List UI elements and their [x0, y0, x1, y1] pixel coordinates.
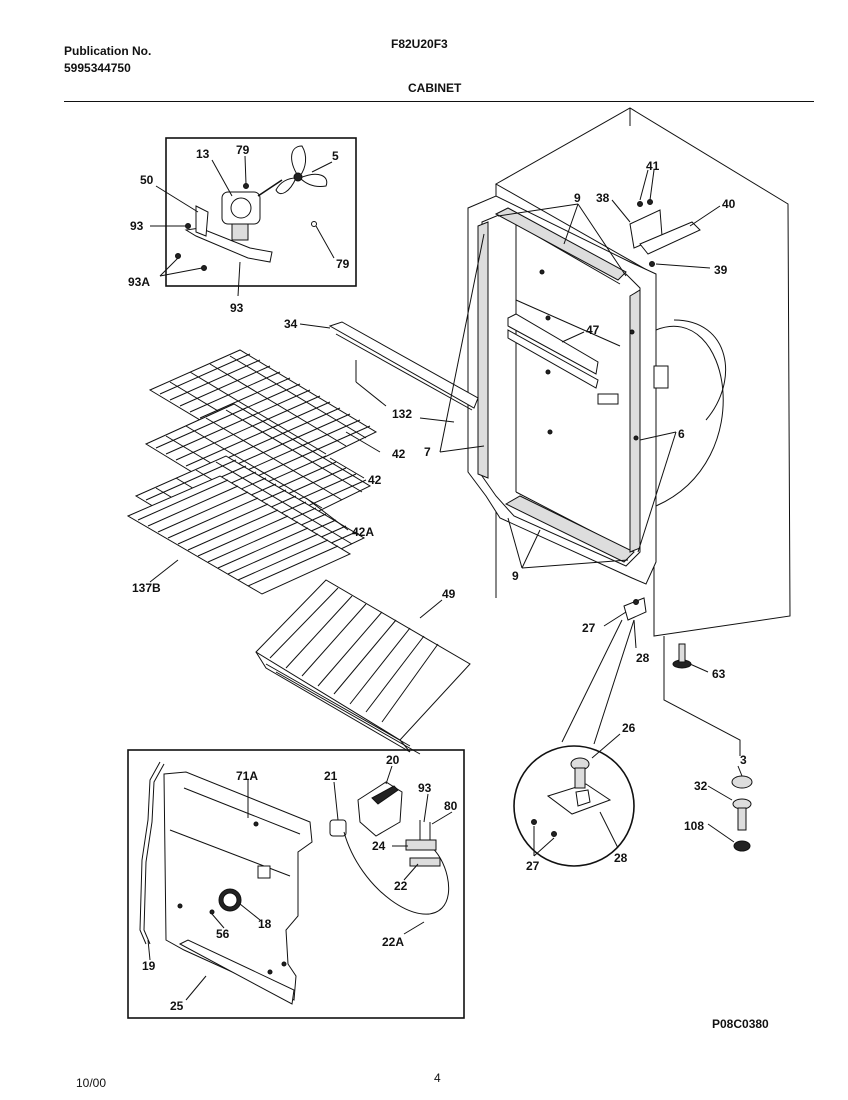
fan-blade-icon: [275, 145, 328, 194]
callout-93: 93: [130, 219, 144, 233]
callout-28: 28: [614, 851, 628, 865]
wire-shelf-4: [126, 475, 352, 595]
callout-93: 93: [230, 301, 244, 315]
callout-38: 38: [596, 191, 610, 205]
callout-labels: 13 79 5 50 93 93A 93 79 41 38 40 39 9 34…: [128, 143, 747, 1013]
callout-27: 27: [582, 621, 596, 635]
callout-34: 34: [284, 317, 298, 331]
callout-6: 6: [678, 427, 685, 441]
publication-label: Publication No.: [64, 44, 152, 58]
callout-42A: 42A: [352, 525, 374, 539]
callout-22: 22: [394, 879, 408, 893]
callout-22A: 22A: [382, 935, 404, 949]
model-number: F82U20F3: [391, 37, 448, 51]
callout-42: 42: [392, 447, 406, 461]
callout-9: 9: [512, 569, 519, 583]
callout-137B: 137B: [132, 581, 161, 595]
callout-79: 79: [236, 143, 250, 157]
header-rule: [64, 101, 814, 102]
callout-41: 41: [646, 159, 660, 173]
callout-19: 19: [142, 959, 156, 973]
callout-80: 80: [444, 799, 458, 813]
leveling-leg: [672, 643, 753, 852]
callout-26: 26: [622, 721, 636, 735]
wire-basket: [255, 579, 471, 755]
callout-27: 27: [526, 859, 540, 873]
callout-63: 63: [712, 667, 726, 681]
section-title: CABINET: [408, 81, 462, 95]
callout-47: 47: [586, 323, 600, 337]
callout-28: 28: [636, 651, 650, 665]
shelf-support-rail: [299, 321, 479, 423]
evaporator-cover-inset: [127, 749, 465, 1019]
callout-5: 5: [332, 149, 339, 163]
evaporator-bracket: [507, 313, 599, 389]
lower-hinge: [561, 597, 647, 745]
footer-date: 10/00: [76, 1076, 106, 1090]
fan-motor-inset: [150, 137, 357, 297]
callout-13: 13: [196, 147, 210, 161]
publication-number: 5995344750: [64, 61, 131, 75]
callout-79: 79: [336, 257, 350, 271]
callout-18: 18: [258, 917, 272, 931]
callout-40: 40: [722, 197, 736, 211]
callout-71A: 71A: [236, 769, 258, 783]
page-number: 4: [434, 1071, 441, 1085]
hinge-detail-circle: [513, 733, 635, 867]
callout-50: 50: [140, 173, 154, 187]
callout-39: 39: [714, 263, 728, 277]
callout-25: 25: [170, 999, 184, 1013]
callout-9: 9: [574, 191, 581, 205]
callout-42: 42: [368, 473, 382, 487]
callout-32: 32: [694, 779, 708, 793]
fan-motor-icon: [221, 179, 283, 241]
drawing-code: P08C0380: [712, 1017, 769, 1031]
callout-56: 56: [216, 927, 230, 941]
callout-3: 3: [740, 753, 747, 767]
callout-132: 132: [392, 407, 412, 421]
callout-24: 24: [372, 839, 386, 853]
callout-21: 21: [324, 769, 338, 783]
callout-93A: 93A: [128, 275, 150, 289]
callout-7: 7: [424, 445, 431, 459]
callout-20: 20: [386, 753, 400, 767]
callout-49: 49: [442, 587, 456, 601]
callout-108: 108: [684, 819, 704, 833]
wire-shelves: [126, 349, 381, 595]
callout-93: 93: [418, 781, 432, 795]
cabinet-body: [467, 107, 791, 756]
top-hinge: [611, 169, 721, 269]
